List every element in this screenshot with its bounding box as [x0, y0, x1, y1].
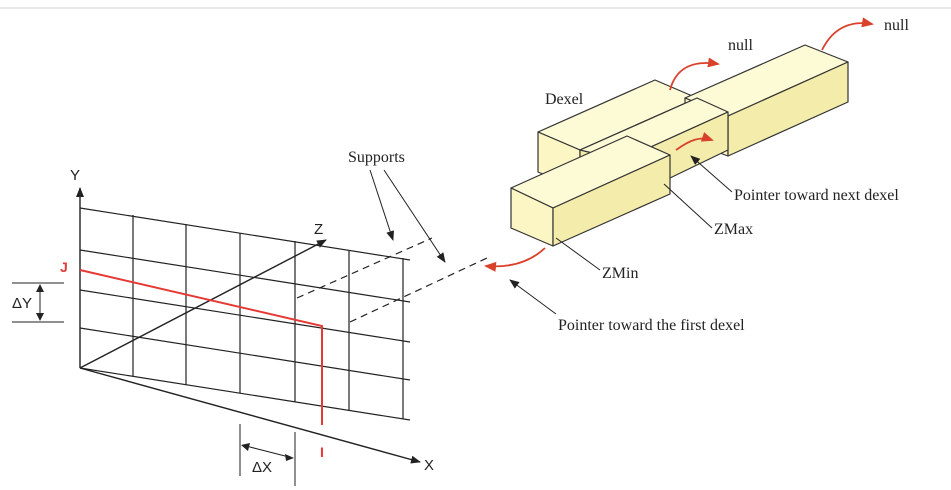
null-arrow-1 — [669, 57, 720, 91]
support-line-bottom — [349, 257, 488, 323]
support-lines — [296, 237, 488, 323]
null-arrow-2 — [821, 17, 874, 51]
axis-x-label: X — [424, 457, 434, 474]
grid-row-2 — [79, 249, 411, 303]
dexel-box-front — [510, 135, 671, 247]
delta-x-arrow — [245, 445, 290, 458]
support-line-top — [296, 237, 433, 299]
delta-y-label: ΔY — [12, 295, 32, 312]
axes — [76, 187, 421, 464]
pointer-arrows — [484, 17, 874, 272]
next-dexel-arrow — [675, 132, 714, 151]
zmax-label: ZMax — [714, 221, 753, 238]
axis-z-label: Z — [314, 221, 323, 238]
axis-y-label: Y — [70, 167, 80, 184]
delta-x-dimension — [239, 424, 296, 486]
grid-row-5 — [79, 367, 411, 421]
box-front-side — [552, 154, 671, 247]
zmax-leader — [663, 183, 713, 229]
grid-row-4 — [79, 327, 411, 381]
supports-label: Supports — [348, 149, 405, 166]
grid-row-1 — [79, 207, 411, 261]
dexel-label: Dexel — [545, 91, 584, 108]
zmin-label: ZMin — [602, 265, 638, 282]
delta-y-dimension — [12, 282, 64, 323]
delta-x-label: ΔX — [252, 459, 272, 476]
null-label-2: null — [884, 17, 909, 34]
index-i-label: I — [320, 444, 324, 460]
first-dexel-arrow — [484, 247, 546, 272]
index-j-label: J — [60, 259, 68, 275]
supports-arrow-2 — [383, 169, 446, 263]
pointer-first-label: Pointer toward the first dexel — [558, 317, 745, 334]
red-index-path — [79, 269, 323, 425]
supports-arrow-1 — [369, 169, 394, 241]
pointer-next-label: Pointer toward next dexel — [734, 187, 899, 204]
pointer-first-leader — [509, 279, 557, 315]
x-axis — [79, 367, 421, 464]
pointer-next-leader — [690, 155, 733, 193]
grid — [79, 207, 411, 421]
dexel-stack — [510, 44, 849, 247]
null-label-1: null — [728, 37, 753, 54]
zmin-leader — [555, 237, 601, 271]
grid-row-3 — [79, 289, 411, 343]
z-axis — [79, 239, 327, 369]
